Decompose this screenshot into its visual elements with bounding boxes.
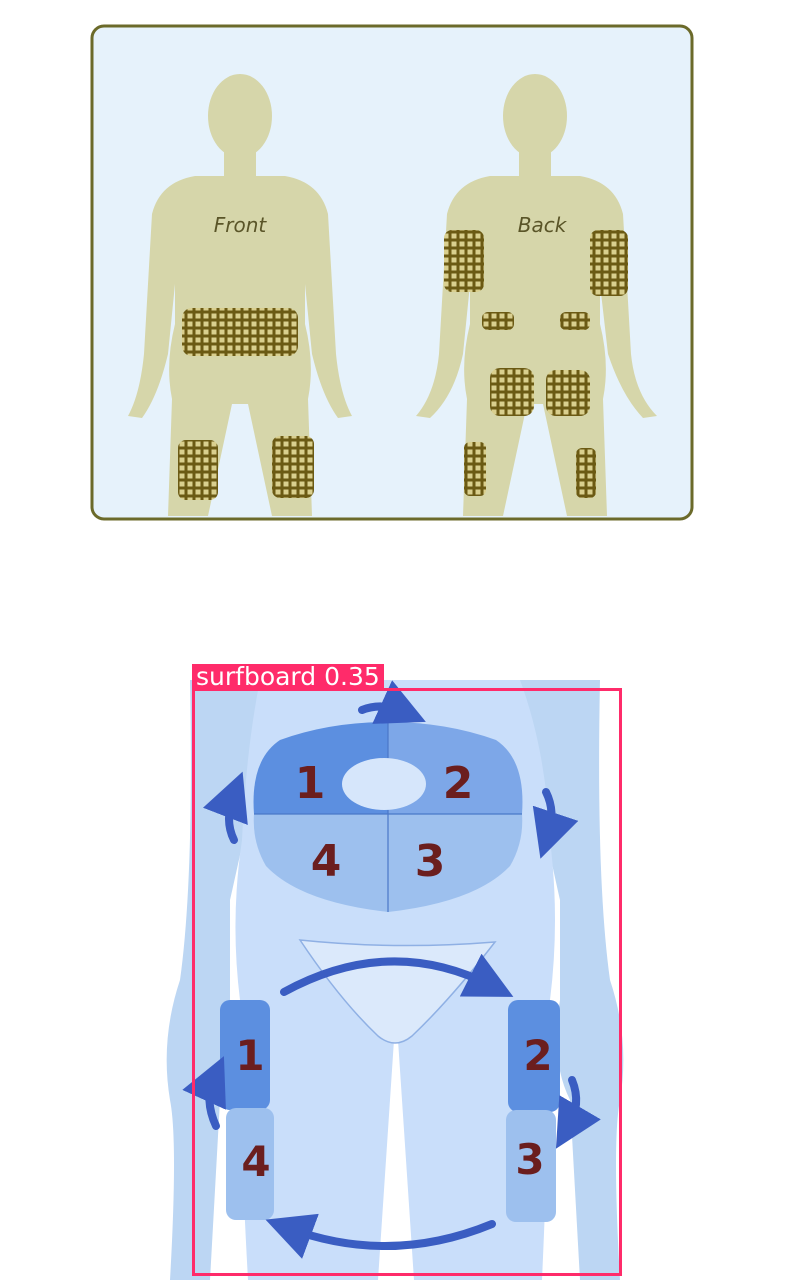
injection-sites-diagram: Front Back bbox=[90, 24, 694, 521]
detection-box bbox=[192, 688, 622, 1276]
detection-label: surfboard 0.35 bbox=[192, 664, 384, 690]
back-buttock-right-site bbox=[546, 370, 590, 416]
front-thigh-right-site bbox=[272, 436, 314, 498]
back-thigh-left-site bbox=[464, 442, 486, 496]
front-thigh-left-site bbox=[178, 440, 218, 500]
back-flank-left-site bbox=[482, 312, 514, 330]
back-arm-left-site bbox=[444, 230, 484, 292]
front-label: Front bbox=[214, 213, 268, 237]
back-flank-right-site bbox=[560, 312, 590, 330]
front-waist-site bbox=[182, 308, 298, 356]
back-buttock-left-site bbox=[490, 368, 534, 416]
back-thigh-right-site bbox=[576, 448, 596, 498]
back-label: Back bbox=[518, 213, 568, 237]
back-arm-right-site bbox=[590, 230, 628, 296]
